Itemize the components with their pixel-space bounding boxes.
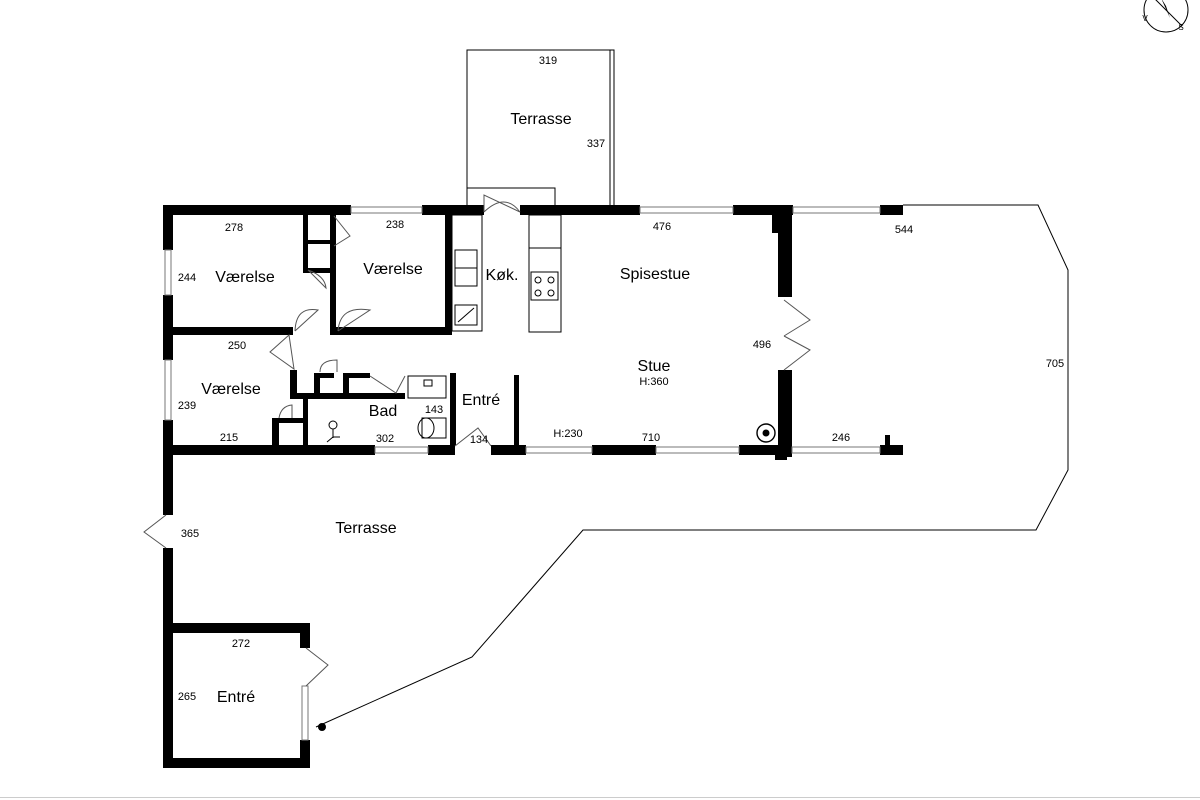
room-entre-main: Entré	[462, 392, 500, 409]
room-kokken: Køk.	[486, 267, 519, 284]
dim-134: 134	[470, 434, 488, 446]
room-terrasse-top: Terrasse	[510, 111, 571, 128]
room-labels: Terrasse Værelse Værelse Køk. Spisestue …	[201, 111, 690, 706]
dimension-labels: 319 337 278 238 476 544 244 250 496 705 …	[178, 55, 1064, 703]
dim-705: 705	[1046, 358, 1064, 370]
dim-302: 302	[376, 433, 394, 445]
dim-278: 278	[225, 222, 243, 234]
compass-west-label: V	[1142, 14, 1148, 23]
stove-icon	[756, 423, 776, 443]
dim-h230: H:230	[553, 428, 582, 440]
room-stue: Stue	[638, 358, 671, 375]
dim-239: 239	[178, 400, 196, 412]
dim-544: 544	[895, 224, 913, 236]
room-spisestue: Spisestue	[620, 266, 690, 283]
compass-icon: V S	[1142, 0, 1189, 33]
dim-337: 337	[587, 138, 605, 150]
terrace-outline-top	[466, 49, 615, 205]
terrace-outline-main	[315, 204, 1069, 728]
page-bottom-border	[0, 797, 1200, 798]
room-vaerelse-3: Værelse	[201, 381, 261, 398]
dim-272: 272	[232, 638, 250, 650]
dim-476: 476	[653, 221, 671, 233]
room-terrasse-main: Terrasse	[335, 520, 396, 537]
dim-496: 496	[753, 339, 771, 351]
room-stue-height: H:360	[639, 376, 668, 388]
dim-238: 238	[386, 219, 404, 231]
dim-710: 710	[642, 432, 660, 444]
room-entre-annex: Entré	[217, 689, 255, 706]
dim-143: 143	[425, 404, 443, 416]
post-icon	[318, 723, 326, 731]
dim-246: 246	[832, 432, 850, 444]
compass-south-label: S	[1178, 23, 1183, 32]
room-bad: Bad	[369, 403, 397, 420]
bathroom-fixtures	[326, 375, 447, 443]
dim-215: 215	[220, 432, 238, 444]
walls	[163, 205, 903, 768]
dim-265: 265	[178, 691, 196, 703]
windows	[164, 206, 881, 741]
doors	[143, 194, 811, 687]
room-vaerelse-1: Værelse	[215, 269, 275, 286]
dim-244: 244	[178, 272, 196, 284]
room-vaerelse-2: Værelse	[363, 261, 423, 278]
dim-365: 365	[181, 528, 199, 540]
kitchen-fixtures	[451, 214, 562, 333]
dim-250: 250	[228, 340, 246, 352]
dim-319: 319	[539, 55, 557, 67]
